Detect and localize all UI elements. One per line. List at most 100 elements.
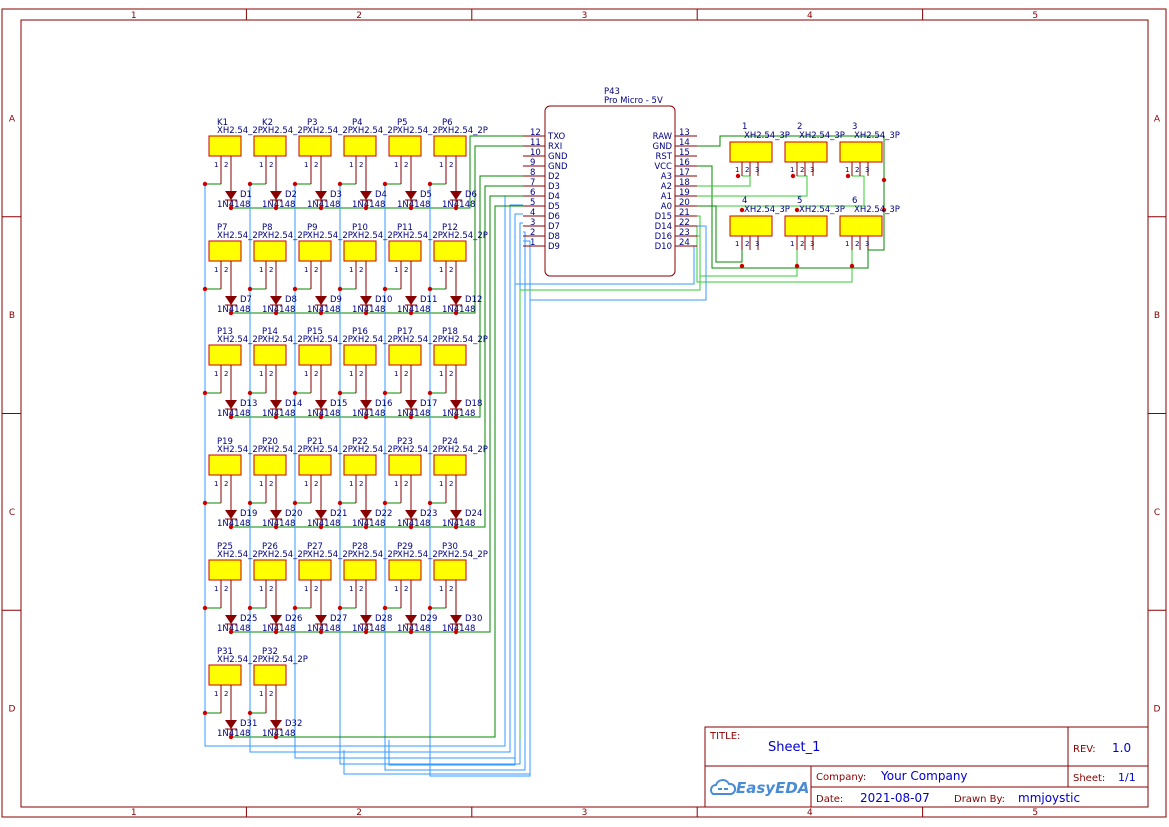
switch-package: XH2.54_2P — [307, 231, 353, 241]
mcu-pin-name: D10 — [655, 242, 672, 252]
pin-number: 3 — [865, 240, 869, 248]
switch-package: XH2.54_2P — [262, 231, 308, 241]
pin-number: 1 — [394, 370, 398, 378]
row-label-right: B — [1154, 311, 1160, 321]
switch-designator: P10 — [352, 223, 368, 233]
drawn-by-label: Drawn By: — [954, 794, 1005, 805]
connector-package: XH2.54_3P — [799, 205, 845, 215]
pin-number: 2 — [269, 266, 273, 274]
switch-designator: P20 — [262, 437, 278, 447]
switch-body — [298, 559, 332, 581]
switch-designator: P12 — [442, 223, 458, 233]
diode-value: 1N4148 — [352, 409, 385, 419]
junction-dot — [318, 524, 324, 530]
diode-symbol — [270, 720, 282, 729]
pin-number: 2 — [404, 266, 408, 274]
mcu-pin-number: 7 — [530, 178, 535, 188]
switch-body — [208, 454, 242, 476]
diode-symbol — [450, 191, 462, 200]
diode-symbol — [270, 400, 282, 409]
analog-wire — [697, 175, 865, 207]
mcu-pin-number: 15 — [679, 148, 690, 158]
diode-designator: D25 — [240, 614, 257, 624]
switch-designator: P32 — [262, 647, 278, 657]
switch-package: XH2.54_2P — [262, 655, 308, 665]
switch-package: XH2.54_2P — [442, 335, 488, 345]
company-label: Company: — [816, 772, 866, 783]
pin-number: 1 — [304, 161, 308, 169]
switch-body — [298, 344, 332, 366]
switch-designator: P31 — [217, 647, 233, 657]
mcu-pin-name: GND — [548, 152, 568, 162]
diode-designator: D11 — [420, 295, 437, 305]
pin-number: 2 — [224, 690, 228, 698]
date-label: Date: — [816, 794, 843, 805]
mcu-pin-number: 22 — [679, 218, 690, 228]
diode-value: 1N4148 — [217, 409, 250, 419]
pin-number: 2 — [404, 585, 408, 593]
diode-symbol — [225, 191, 237, 200]
mcu-pin-name: D6 — [548, 212, 560, 222]
switch-body — [433, 454, 467, 476]
pin-number: 1 — [394, 585, 398, 593]
connector-designator: 1 — [742, 122, 747, 132]
switch-designator: P19 — [217, 437, 233, 447]
sheet-value: 1/1 — [1118, 771, 1136, 784]
switch-designator: K1 — [217, 118, 228, 128]
pin-number: 1 — [304, 370, 308, 378]
mcu-pin-name: A0 — [661, 202, 672, 212]
diode-symbol — [360, 615, 372, 624]
pin-number: 1 — [349, 370, 353, 378]
pin-number: 1 — [349, 161, 353, 169]
connector-package: XH2.54_3P — [744, 205, 790, 215]
junction-dot — [739, 263, 745, 269]
diode-designator: D28 — [375, 614, 392, 624]
switch-body — [343, 135, 377, 157]
mcu-pin-number: 20 — [679, 198, 690, 208]
switch-package: XH2.54_2P — [352, 231, 398, 241]
mcu-pin-number: 18 — [679, 178, 690, 188]
frame-ticks — [2, 9, 1166, 817]
column-label-bottom: 5 — [1032, 808, 1038, 818]
pin-number: 1 — [394, 480, 398, 488]
pin-number: 2 — [314, 266, 318, 274]
analog-wire-a0 — [697, 205, 743, 263]
junction-dot — [363, 205, 369, 211]
diode-designator: D7 — [240, 295, 252, 305]
switch-body — [433, 240, 467, 262]
diode-value: 1N4148 — [352, 305, 385, 315]
diode-value: 1N4148 — [307, 200, 340, 210]
connector-body — [784, 141, 828, 163]
switch-body — [388, 344, 422, 366]
switch-body — [388, 240, 422, 262]
pin-number: 2 — [269, 480, 273, 488]
diode-designator: D16 — [375, 399, 392, 409]
diode-value: 1N4148 — [397, 409, 430, 419]
diode-symbol — [360, 191, 372, 200]
mcu-pin-number: 8 — [530, 168, 535, 178]
diode-symbol — [315, 296, 327, 305]
switch-body — [298, 135, 332, 157]
switch-body — [253, 135, 287, 157]
diode-symbol — [270, 296, 282, 305]
switch-body — [298, 454, 332, 476]
connector-body — [839, 215, 883, 237]
diode-designator: D29 — [420, 614, 437, 624]
pin-number: 3 — [755, 240, 759, 248]
diode-value: 1N4148 — [442, 305, 475, 315]
pin-number: 1 — [439, 480, 443, 488]
switch-designator: P17 — [397, 327, 413, 337]
mcu-pin-name: D2 — [548, 172, 560, 182]
junction-dot — [363, 524, 369, 530]
row-label-right: C — [1154, 508, 1160, 518]
mcu-pin-name: RAW — [653, 132, 673, 142]
mcu-pin-name: D7 — [548, 222, 560, 232]
connector-body — [729, 141, 773, 163]
sheet-label: Sheet: — [1073, 773, 1105, 784]
diode-value: 1N4148 — [307, 624, 340, 634]
pin-number: 1 — [790, 240, 794, 248]
